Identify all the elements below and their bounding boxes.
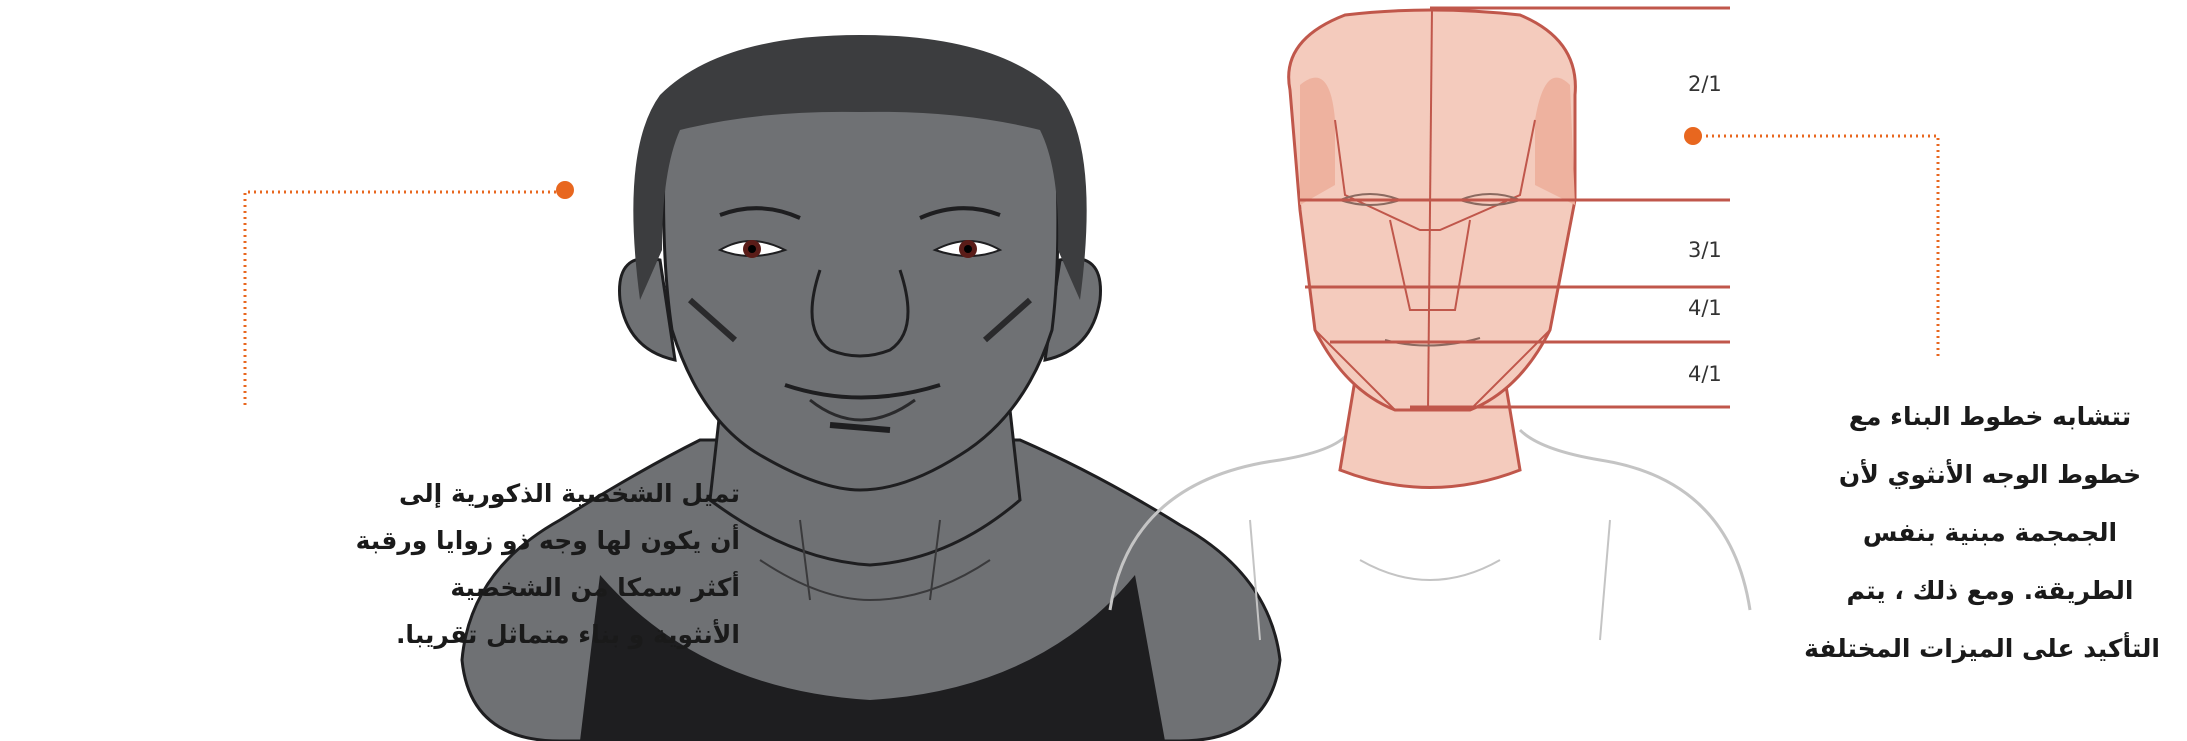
caption-male-line-2: أن يكون لها وجه ذو زوايا ورقبة [350, 517, 740, 564]
right-callout-leader [1684, 127, 1938, 358]
left-callout-dot [556, 181, 574, 199]
caption-female-line-1: تتشابه خطوط البناء مع [1820, 388, 2160, 446]
caption-male-line-1: تميل الشخصية الذكورية إلى [350, 470, 740, 517]
sketch-side-plane-right [1535, 78, 1575, 205]
caption-male: تميل الشخصية الذكورية إلى أن يكون لها وج… [350, 470, 740, 658]
caption-female: تتشابه خطوط البناء مع خطوط الوجه الأنثوي… [1820, 388, 2160, 678]
caption-male-line-3: أكثر سمكا من الشخصية [350, 564, 740, 611]
ratio-label-4: 4/1 [1688, 362, 1722, 386]
caption-female-line-5: التأكيد على الميزات المختلفة [1820, 620, 2160, 678]
sketch-collar [1360, 560, 1500, 580]
sketch-side-plane-left [1300, 78, 1335, 205]
left-callout-leader [245, 181, 574, 405]
ratio-label-3: 4/1 [1688, 296, 1722, 320]
right-callout-dot [1684, 127, 1702, 145]
ratio-label-2: 3/1 [1688, 238, 1722, 262]
caption-female-line-4: الطريقة. ومع ذلك ، يتم [1820, 562, 2160, 620]
ratio-label-1: 2/1 [1688, 72, 1722, 96]
caption-female-line-2: خطوط الوجه الأنثوي لأن [1820, 446, 2160, 504]
caption-female-line-3: الجمجمة مبنية بنفس [1820, 504, 2160, 562]
caption-male-line-4: الأنثوية و بناء متماثل تقريبا. [350, 611, 740, 658]
